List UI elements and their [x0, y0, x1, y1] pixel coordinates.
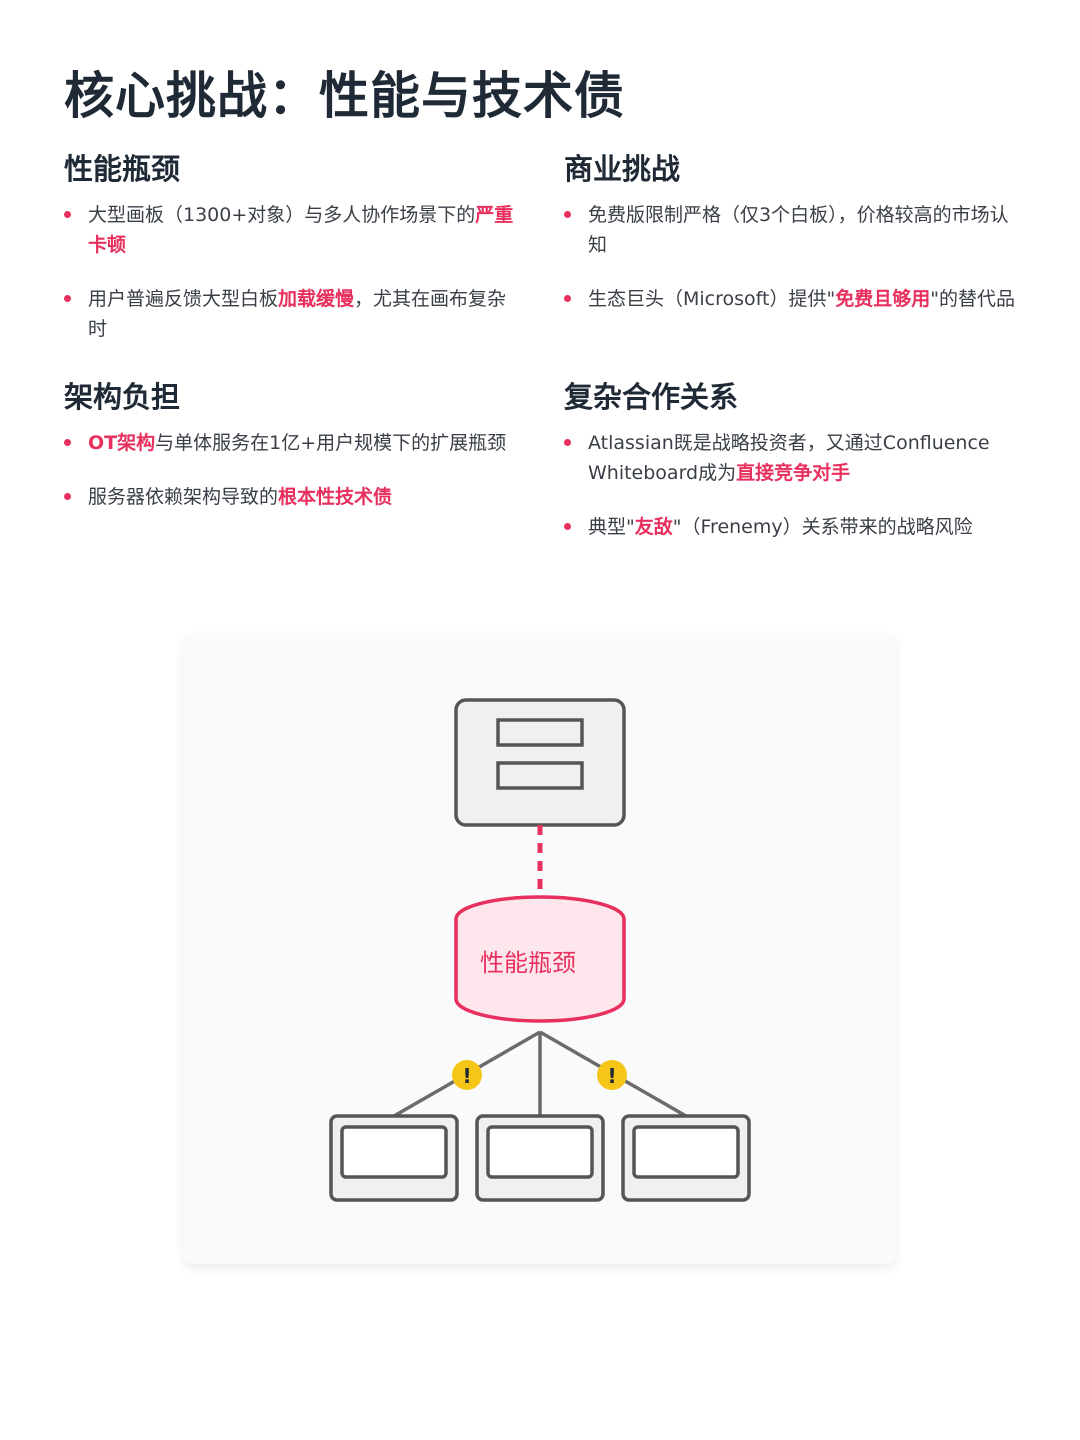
- client-screen: [486, 1125, 594, 1179]
- list-item: OT架构与单体服务在1亿+用户规模下的扩展瓶颈: [64, 428, 514, 458]
- section-heading: 商业挑战: [564, 152, 681, 186]
- item-text: "的替代品: [930, 288, 1015, 310]
- server-slot-top: [496, 718, 584, 747]
- client-screen: [632, 1125, 740, 1179]
- server-slot-bottom: [496, 761, 584, 790]
- page-title: 核心挑战：性能与技术债: [64, 67, 625, 125]
- client-screen: [340, 1125, 448, 1179]
- item-text: 生态巨头（Microsoft）提供": [588, 288, 836, 310]
- item-text: 典型": [588, 516, 635, 538]
- list-item: 服务器依赖架构导致的根本性技术债: [64, 482, 514, 512]
- diagram-svg: 性能瓶颈 ! !: [329, 698, 751, 1202]
- item-text: ，尤其在画布复杂时: [88, 288, 507, 340]
- bullet-list: Atlassian既是战略投资者，又通过Confluence Whiteboar…: [564, 428, 1020, 542]
- bottleneck-cylinder: [454, 895, 626, 1023]
- bullet-list: 大型画板（1300+对象）与多人协作场景下的严重卡顿 用户普遍反馈大型白板加载缓…: [64, 200, 514, 344]
- bottleneck-label: 性能瓶颈: [480, 949, 576, 977]
- item-highlight: 加载缓慢: [278, 288, 355, 310]
- list-item: 典型"友敌"（Frenemy）关系带来的战略风险: [564, 512, 1020, 542]
- item-highlight: OT架构: [88, 432, 156, 454]
- section-business: 商业挑战 免费版限制严格（仅3个白板），价格较高的市场认知 生态巨头（Micro…: [564, 146, 1020, 338]
- warning-icon: [597, 1060, 627, 1090]
- item-highlight: 直接竞争对手: [736, 462, 851, 484]
- client-node-right: [621, 1114, 751, 1202]
- warning-badge-left: !: [452, 1060, 482, 1090]
- list-item: 大型画板（1300+对象）与多人协作场景下的严重卡顿: [64, 200, 514, 260]
- warning-symbol: !: [462, 1064, 471, 1088]
- client-node-center: [475, 1114, 605, 1202]
- warning-symbol: !: [607, 1064, 616, 1088]
- bullet-list: 免费版限制严格（仅3个白板），价格较高的市场认知 生态巨头（Microsoft）…: [564, 200, 1020, 314]
- connector-lines: [393, 1030, 687, 1118]
- item-text: 与单体服务在1亿+用户规模下的扩展瓶颈: [155, 432, 507, 454]
- bottleneck-node: 性能瓶颈: [454, 895, 626, 1023]
- item-text: 服务器依赖架构导致的: [88, 486, 279, 508]
- section-heading: 性能瓶颈: [64, 152, 181, 186]
- section-heading: 复杂合作关系: [564, 380, 739, 414]
- item-text: "（Frenemy）关系带来的战略风险: [672, 516, 973, 538]
- warning-icon: [452, 1060, 482, 1090]
- item-text: 用户普遍反馈大型白板: [88, 288, 279, 310]
- item-highlight: 免费且够用: [835, 288, 931, 310]
- section-heading: 架构负担: [64, 380, 181, 414]
- warning-badge-right: !: [597, 1060, 627, 1090]
- item-highlight: 友敌: [634, 516, 673, 538]
- item-text: 免费版限制严格（仅3个白板），价格较高的市场认知: [588, 204, 1009, 256]
- list-item: 生态巨头（Microsoft）提供"免费且够用"的替代品: [564, 284, 1020, 314]
- section-architecture: 架构负担 OT架构与单体服务在1亿+用户规模下的扩展瓶颈 服务器依赖架构导致的根…: [64, 374, 514, 536]
- client-node-left: [329, 1114, 459, 1202]
- item-highlight: 严重卡顿: [88, 204, 514, 256]
- list-item: 免费版限制严格（仅3个白板），价格较高的市场认知: [564, 200, 1020, 260]
- item-text: Atlassian既是战略投资者，又通过Confluence Whiteboar…: [588, 432, 990, 484]
- item-text: 大型画板（1300+对象）与多人协作场景下的: [88, 204, 476, 226]
- list-item: 用户普遍反馈大型白板加载缓慢，尤其在画布复杂时: [64, 284, 514, 344]
- bullet-list: OT架构与单体服务在1亿+用户规模下的扩展瓶颈 服务器依赖架构导致的根本性技术债: [64, 428, 514, 512]
- architecture-diagram: 性能瓶颈 ! !: [183, 634, 896, 1264]
- item-highlight: 根本性技术债: [278, 486, 393, 508]
- section-performance: 性能瓶颈 大型画板（1300+对象）与多人协作场景下的严重卡顿 用户普遍反馈大型…: [64, 146, 514, 368]
- list-item: Atlassian既是战略投资者，又通过Confluence Whiteboar…: [564, 428, 1020, 488]
- server-node: [454, 698, 626, 827]
- section-cooperation: 复杂合作关系 Atlassian既是战略投资者，又通过Confluence Wh…: [564, 374, 1020, 566]
